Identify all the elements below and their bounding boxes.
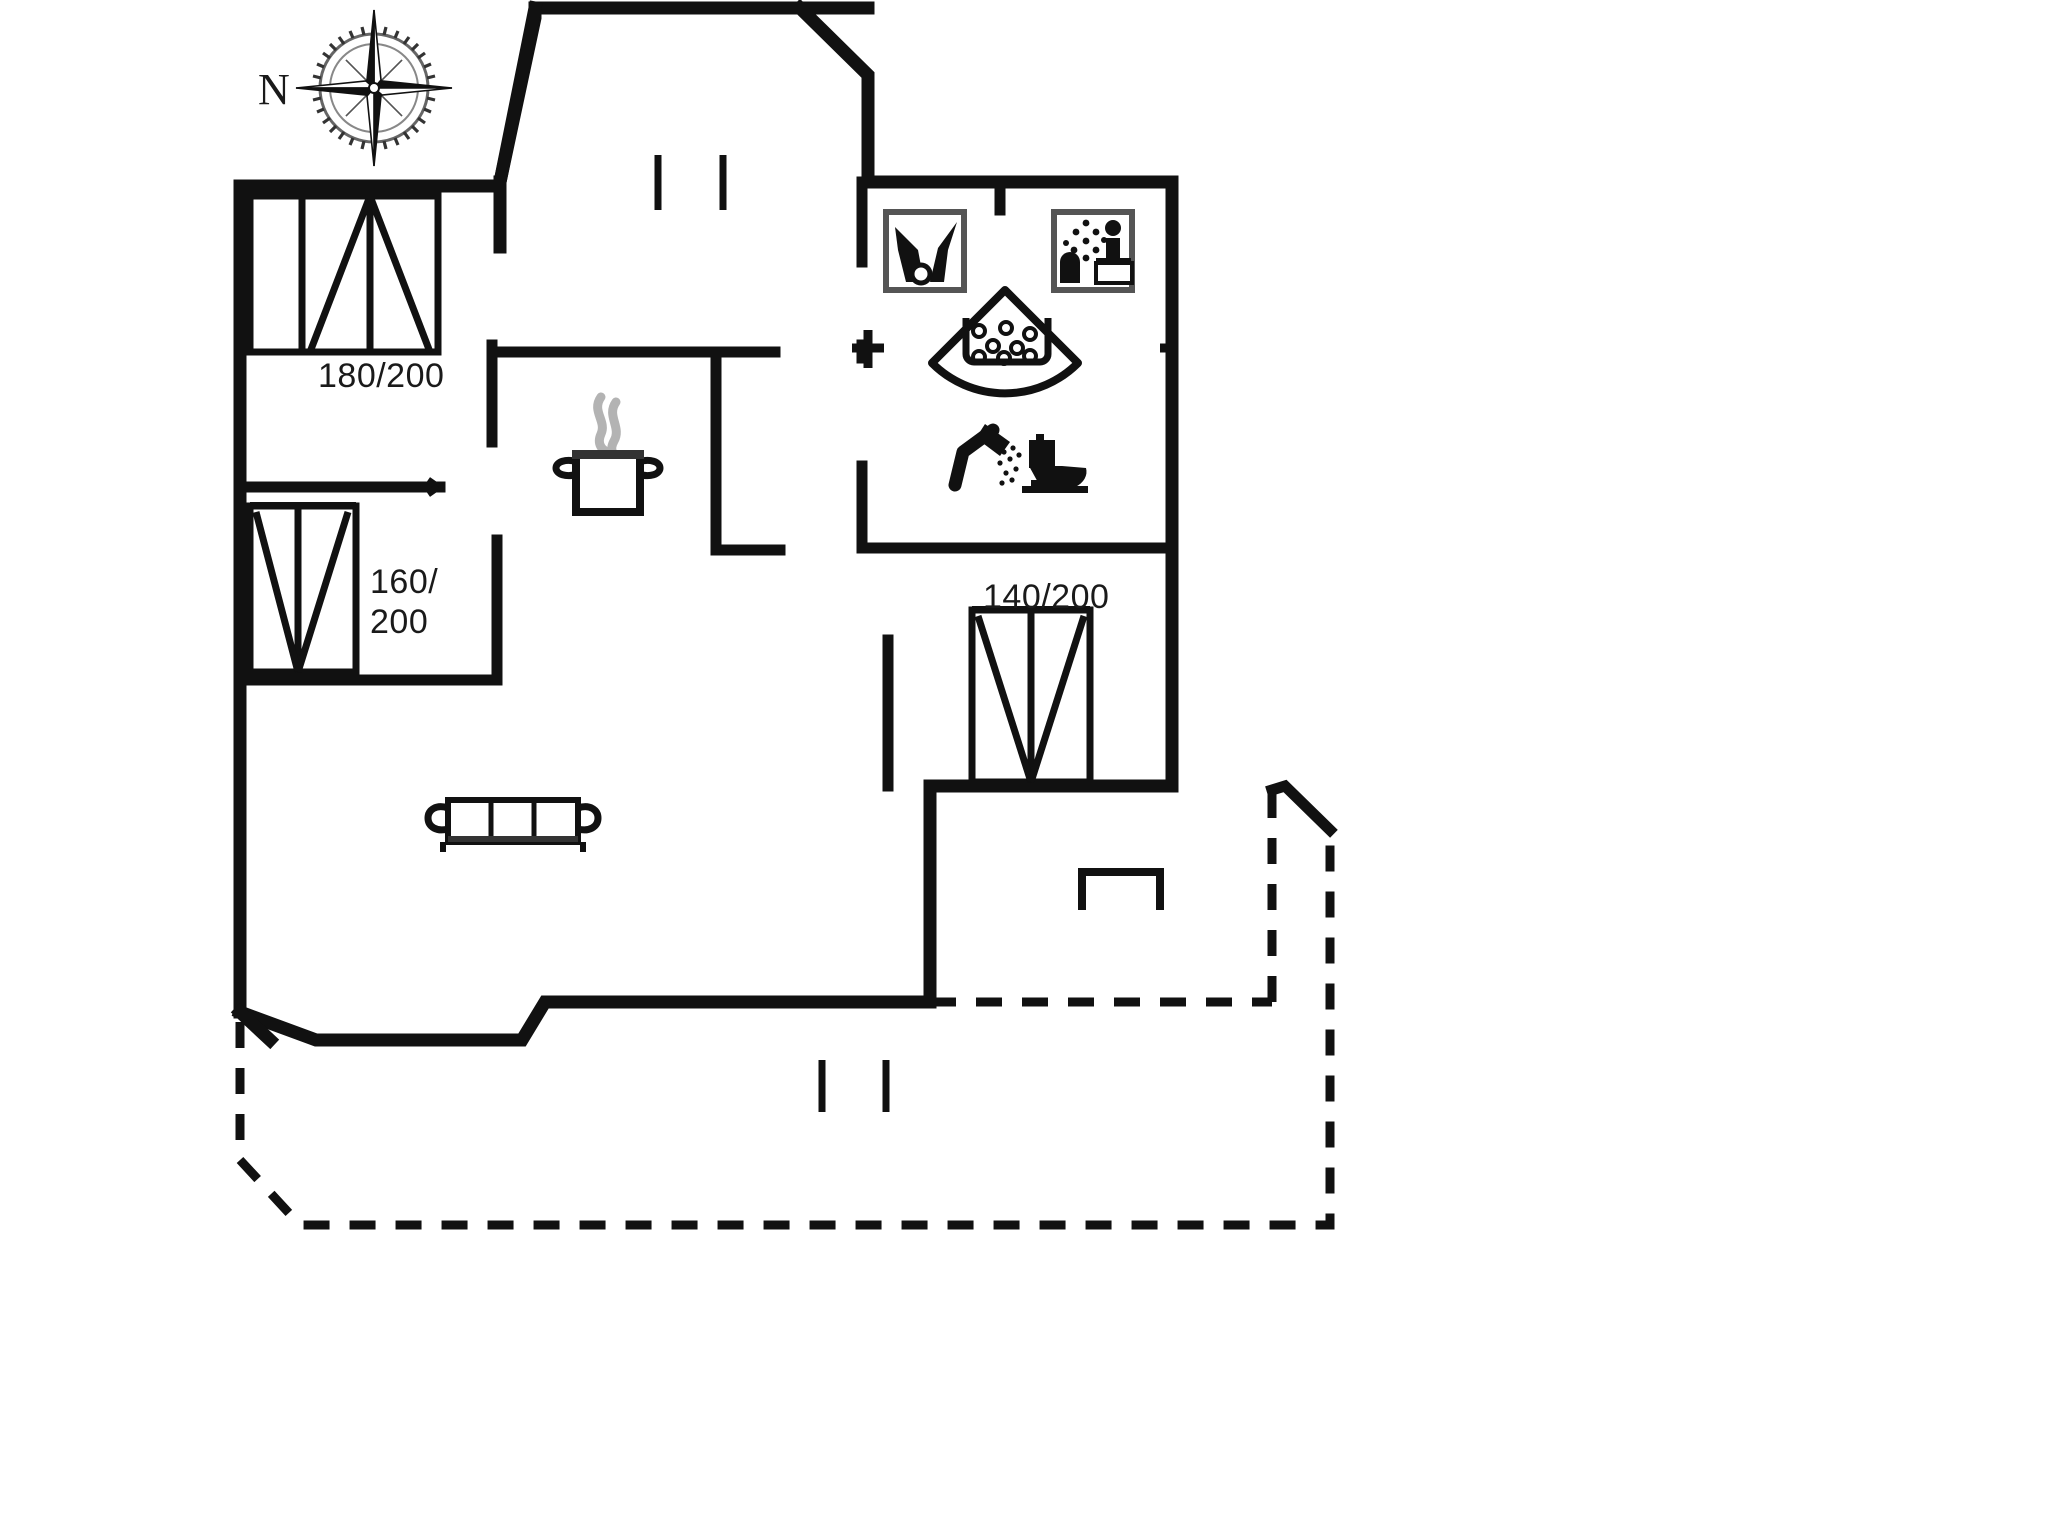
sofa-icon	[424, 797, 602, 852]
cooking-pot-icon	[552, 392, 664, 516]
bed-180-surround	[246, 192, 306, 356]
compass-rose	[295, 9, 453, 167]
terrace-step	[1078, 868, 1164, 910]
sauna-icon	[1051, 209, 1135, 293]
whirlpool-tub-icon	[928, 286, 1082, 398]
toilet-icon	[1022, 434, 1088, 493]
bed-160-200	[246, 502, 360, 676]
bed-size-label-180: 180/200	[318, 357, 445, 395]
bed-size-label-160-line1: 160/	[370, 563, 439, 601]
washing-machine-icon	[883, 209, 967, 293]
wall-stubs	[852, 330, 1178, 368]
opening-marks	[654, 155, 890, 1112]
direction-arrow	[250, 477, 441, 497]
bed-140-200	[968, 606, 1094, 786]
compass-north-label: N	[258, 65, 291, 114]
shower-icon	[948, 423, 1022, 492]
bed-size-label-140: 140/200	[983, 578, 1110, 616]
terrace-solid-edges	[1265, 779, 1338, 838]
exterior-walls	[230, 0, 1179, 1050]
terrace-outline	[235, 790, 1335, 1230]
bed-180-200	[298, 192, 442, 356]
bed-size-label-160-line2: 200	[370, 603, 429, 641]
